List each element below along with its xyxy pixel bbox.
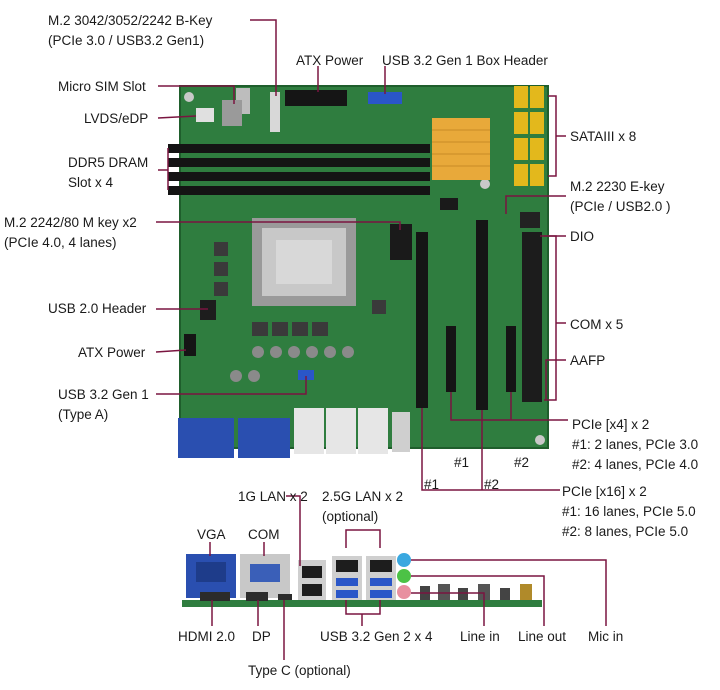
label-hdmi: HDMI 2.0	[178, 629, 236, 644]
label-usb32-gen2: USB 3.2 Gen 2 x 4	[320, 629, 433, 644]
label-slot-x16-1: #1	[424, 477, 440, 492]
label-m2-mkey: M.2 2242/80 M key x2	[4, 215, 137, 230]
lvds-part	[196, 108, 214, 122]
label-ddr5-sub: Slot x 4	[68, 175, 114, 190]
label-pcie-x16-2: #2: 8 lanes, PCIe 5.0	[562, 524, 689, 539]
label-lvds-edp: LVDS/eDP	[84, 111, 149, 126]
label-dio: DIO	[570, 229, 595, 244]
label-type-c: Type C (optional)	[248, 663, 351, 678]
label-sata: SATAIII x 8	[570, 129, 637, 144]
label-dp: DP	[252, 629, 271, 644]
label-slot-x4-1: #1	[454, 455, 470, 470]
label-pcie-x4: PCIe [x4] x 2	[572, 417, 650, 432]
board-rear-io	[178, 370, 410, 458]
label-m2-mkey-sub: (PCIe 4.0, 4 lanes)	[4, 235, 117, 250]
label-lan-1g: 1G LAN x 2	[238, 489, 308, 504]
label-pcie-x16-1: #1: 16 lanes, PCIe 5.0	[562, 504, 696, 519]
sata-ports	[514, 86, 544, 186]
pcie-slots	[416, 220, 516, 410]
atx-power-left-connector	[184, 334, 196, 356]
label-com-x5: COM x 5	[570, 317, 624, 332]
label-m2-ekey: M.2 2230 E-key	[570, 179, 665, 194]
usb32-box-header-part	[368, 92, 402, 104]
cpu-socket	[252, 218, 356, 306]
micro-sim-part	[222, 100, 242, 126]
label-mic-in: Mic in	[588, 629, 624, 644]
label-atx-power-top: ATX Power	[296, 53, 364, 68]
label-com: COM	[248, 527, 280, 542]
label-atx-power-left: ATX Power	[78, 345, 146, 360]
m2-ekey-slot	[440, 198, 458, 210]
m2-mkey-slot	[390, 224, 412, 260]
label-usb32-box-header: USB 3.2 Gen 1 Box Header	[382, 53, 548, 68]
label-pcie-x4-2: #2: 4 lanes, PCIe 4.0	[572, 457, 699, 472]
label-usb32-gen1: USB 3.2 Gen 1	[58, 387, 149, 402]
label-ddr5: DDR5 DRAM	[68, 155, 149, 170]
label-slot-x4-2: #2	[514, 455, 530, 470]
label-lan-25g: 2.5G LAN x 2	[322, 489, 404, 504]
dio-header	[520, 212, 540, 228]
label-pcie-x16: PCIe [x16] x 2	[562, 484, 647, 499]
chipset-heatsink	[432, 118, 490, 180]
com-headers	[522, 232, 542, 402]
atx-power-connector-top	[285, 90, 347, 106]
ddr5-dimm-slots	[168, 144, 430, 195]
label-lan-25g-sub: (optional)	[322, 509, 379, 524]
label-m2-bkey: M.2 3042/3052/2242 B-Key	[48, 13, 213, 28]
label-m2-bkey-sub: (PCIe 3.0 / USB3.2 Gen1)	[48, 33, 205, 48]
label-micro-sim: Micro SIM Slot	[58, 79, 146, 94]
label-aafp: AAFP	[570, 353, 606, 368]
label-vga: VGA	[197, 527, 226, 542]
label-m2-ekey-sub: (PCIe / USB2.0 )	[570, 199, 671, 214]
m2-bkey-slot	[270, 92, 280, 132]
label-line-in: Line in	[460, 629, 500, 644]
label-line-out: Line out	[518, 629, 567, 644]
label-pcie-x4-1: #1: 2 lanes, PCIe 3.0	[572, 437, 699, 452]
label-slot-x16-2: #2	[484, 477, 500, 492]
label-usb32-gen1-sub: (Type A)	[58, 407, 109, 422]
label-usb20-header: USB 2.0 Header	[48, 301, 147, 316]
